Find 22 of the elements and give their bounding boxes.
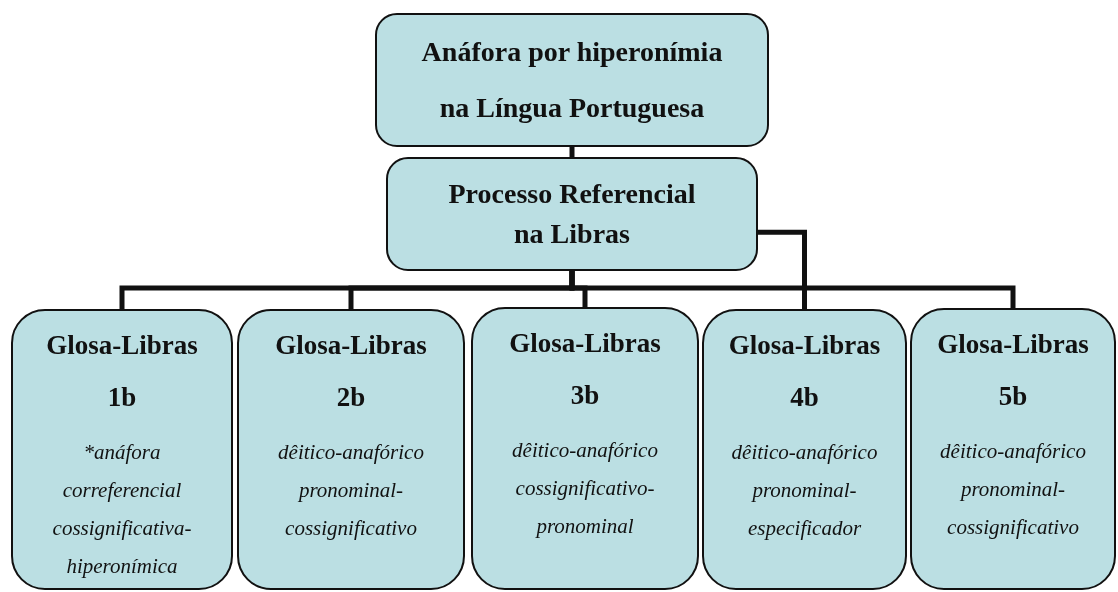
box-heading: Processo Referencial na Libras (447, 177, 697, 251)
box-description: dêitico-anafórico pronominal-cossignificativo (939, 438, 1087, 541)
box-heading: Glosa-Libras 5b (936, 328, 1090, 413)
box-description: *anáfora correferencial cossignificativa-hiperonímica (51, 439, 193, 580)
box-heading: Glosa-Libras 2b (274, 329, 428, 414)
connector-line (569, 147, 575, 157)
box-heading: Glosa-Libras 4b (727, 329, 882, 414)
rounded-box (386, 157, 758, 271)
box-description: dêitico-anafórico pronominal-especificador (730, 439, 879, 542)
rounded-box (910, 308, 1116, 590)
rounded-box (702, 309, 907, 590)
rounded-box (11, 309, 233, 590)
connector-line (758, 229, 807, 309)
box-heading: Glosa-Libras 1b (45, 329, 199, 414)
connector-line (569, 271, 1016, 308)
box-description: dêitico-anafórico cossignificativo-pronominal (511, 437, 659, 540)
box-description: dêitico-anafórico pronominal-cossignificativo (277, 439, 425, 542)
rounded-box (375, 13, 769, 147)
box-heading: Glosa-Libras 3b (508, 327, 662, 412)
rounded-box (237, 309, 465, 590)
rounded-box (471, 307, 699, 590)
box-heading: Anáfora por hiperonímia na Língua Portuguesa (420, 35, 724, 125)
